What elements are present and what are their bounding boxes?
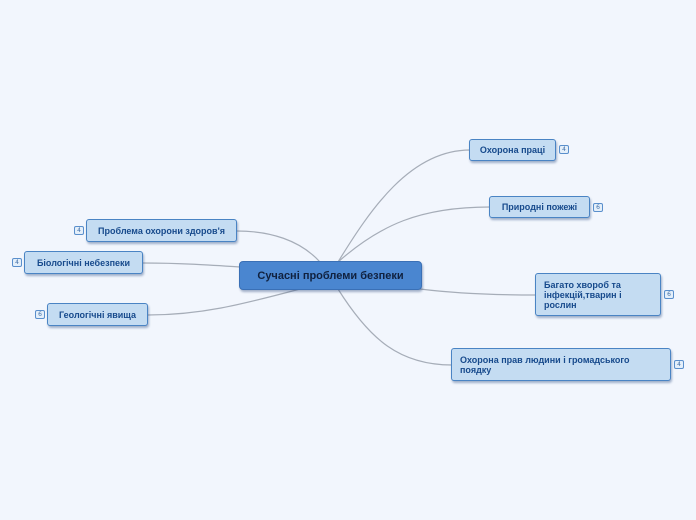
connector-biolohichni [142, 262, 241, 268]
topic-heolohichni[interactable]: Геологічні явища [47, 303, 148, 326]
topic-label: Багато хвороб та інфекцій,тварин і росли… [544, 279, 622, 310]
collapse-count-badge[interactable]: 6 [664, 290, 674, 299]
collapse-count-badge[interactable]: 6 [35, 310, 45, 319]
central-topic-label: Сучасні проблеми безпеки [257, 269, 404, 282]
topic-biolohichni[interactable]: Біологічні небезпеки [24, 251, 143, 274]
topic-label: Природні пожежі [501, 202, 578, 212]
topic-label: Охорона праці [479, 145, 546, 155]
collapse-count-badge[interactable]: 4 [74, 226, 84, 235]
topic-label: Геологічні явища [59, 309, 136, 320]
topic-bahato-khvorob[interactable]: Багато хвороб та інфекцій,тварин і росли… [535, 273, 661, 316]
central-topic[interactable]: Сучасні проблеми безпеки [239, 261, 422, 290]
connector-bahato-khvorob [419, 288, 537, 296]
topic-label: Проблема охорони здоров'я [98, 225, 225, 236]
connector-heolohichni [147, 288, 301, 316]
collapse-count-badge[interactable]: 4 [12, 258, 22, 267]
connector-okhorona-pratsi [337, 149, 471, 263]
collapse-count-badge[interactable]: 4 [674, 360, 684, 369]
topic-pryrodni-pozhezhi[interactable]: Природні пожежі [489, 196, 590, 218]
topic-okhorona-pratsi[interactable]: Охорона праці [469, 139, 556, 161]
connector-okhorona-prav [337, 288, 453, 366]
topic-label: Біологічні небезпеки [36, 257, 131, 268]
topic-okhorona-prav[interactable]: Охорона прав людини і громадського поядк… [451, 348, 671, 381]
topic-okhorona-zdorovia[interactable]: Проблема охорони здоров'я [86, 219, 237, 242]
collapse-count-badge[interactable]: 6 [593, 203, 603, 212]
connector-pryrodni-pozhezhi [337, 206, 491, 263]
collapse-count-badge[interactable]: 4 [559, 145, 569, 154]
topic-label: Охорона прав людини і громадського поядк… [460, 354, 630, 375]
connector-okhorona-zdorovia [236, 230, 321, 263]
